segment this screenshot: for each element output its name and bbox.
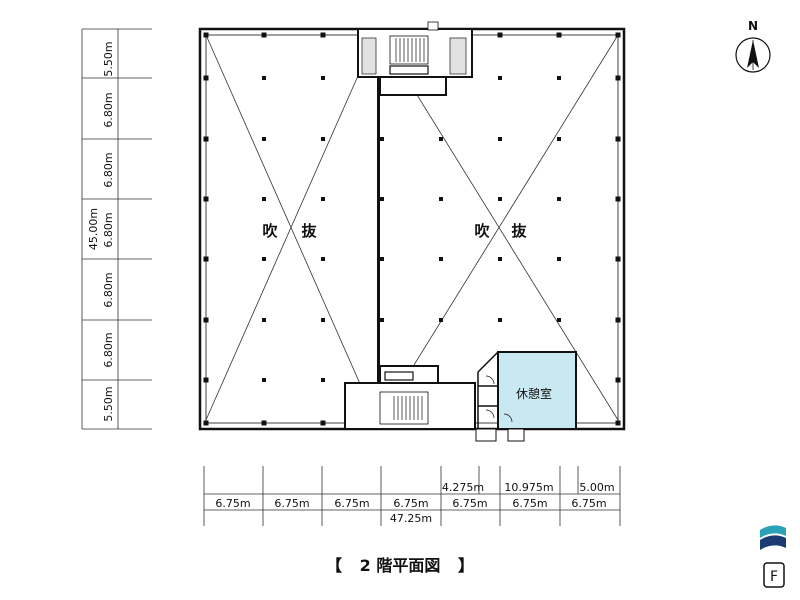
right-void-label-b: 抜	[511, 222, 527, 240]
horizontal-span-5: 6.75m	[452, 497, 487, 510]
bottom-stair-core	[344, 365, 476, 430]
horizontal-span-1: 6.75m	[215, 497, 250, 510]
structural-column	[615, 377, 621, 383]
brand-logo-icon	[760, 525, 786, 550]
right-void-label-a: 吹	[474, 222, 490, 240]
central-divider-wall	[377, 35, 380, 423]
vertical-span-3: 6.80m	[102, 152, 115, 187]
horizontal-span-7: 6.75m	[571, 497, 606, 510]
structural-column	[320, 420, 326, 426]
structural-column	[321, 197, 325, 201]
structural-column	[557, 137, 561, 141]
structural-column	[556, 32, 562, 38]
horizontal-span-6: 6.75m	[512, 497, 547, 510]
structural-column	[380, 197, 384, 201]
vertical-span-1: 5.50m	[102, 41, 115, 76]
structural-column	[321, 378, 325, 382]
structural-column	[203, 196, 209, 202]
structural-column	[203, 75, 209, 81]
structural-column	[615, 256, 621, 262]
caption-title: 2 階平面図	[359, 556, 441, 575]
vertical-total: 45.00m	[87, 208, 100, 250]
rest-room: 休憩室	[475, 351, 577, 442]
vertical-dimension-group: 5.50m 6.80m 6.80m 6.80m 6.80m 6.80m 5.50…	[81, 28, 152, 430]
structural-column	[557, 197, 561, 201]
left-void-label-a: 吹	[262, 222, 278, 240]
structural-column	[557, 76, 561, 80]
structural-column	[498, 137, 502, 141]
structural-column	[615, 136, 621, 142]
structural-column	[262, 137, 266, 141]
horizontal-sub-span-2: 10.975m	[504, 481, 553, 494]
structural-column	[203, 256, 209, 262]
structural-column	[203, 136, 209, 142]
structural-column	[262, 257, 266, 261]
north-arrow: N	[735, 19, 771, 73]
horizontal-sub-span-3: 5.00m	[579, 481, 614, 494]
horizontal-total: 47.25m	[390, 512, 432, 525]
horizontal-span-3: 6.75m	[334, 497, 369, 510]
north-label: N	[748, 19, 758, 33]
caption-open-bracket: 【	[326, 556, 343, 575]
structural-column	[262, 378, 266, 382]
structural-column	[498, 257, 502, 261]
vertical-span-2: 6.80m	[102, 92, 115, 127]
structural-column	[439, 137, 443, 141]
structural-column	[261, 420, 267, 426]
structural-column	[321, 137, 325, 141]
structural-column	[380, 318, 384, 322]
structural-column	[615, 32, 621, 38]
structural-column	[615, 317, 621, 323]
column-grid	[203, 32, 621, 426]
horizontal-span-4: 6.75m	[393, 497, 428, 510]
structural-column	[497, 32, 503, 38]
structural-column	[380, 257, 384, 261]
left-void-diagonals	[205, 34, 377, 421]
structural-column	[557, 257, 561, 261]
vertical-span-7: 5.50m	[102, 386, 115, 421]
vertical-span-5: 6.80m	[102, 272, 115, 307]
structural-column	[203, 317, 209, 323]
structural-column	[262, 76, 266, 80]
structural-column	[498, 197, 502, 201]
structural-column	[380, 137, 384, 141]
structural-column	[262, 318, 266, 322]
floor-marker-letter: F	[770, 569, 778, 585]
top-stair-core	[357, 21, 473, 96]
structural-column	[203, 32, 209, 38]
horizontal-dimension-group: 4.275m 10.975m 5.00m 6.75m 6.75m 6.75m 6…	[203, 466, 621, 526]
drawing-caption: 【 2 階平面図 】	[0, 552, 800, 576]
structural-column	[439, 257, 443, 261]
horizontal-span-2: 6.75m	[274, 497, 309, 510]
structural-column	[320, 32, 326, 38]
structural-column	[557, 318, 561, 322]
horizontal-sub-span-1: 4.275m	[442, 481, 484, 494]
structural-column	[615, 420, 621, 426]
vertical-span-4: 6.80m	[102, 212, 115, 247]
structural-column	[498, 318, 502, 322]
structural-column	[321, 257, 325, 261]
left-void-label-b: 抜	[301, 222, 317, 240]
structural-column	[262, 197, 266, 201]
structural-column	[615, 196, 621, 202]
structural-column	[439, 318, 443, 322]
caption-close-bracket: 】	[457, 556, 474, 575]
structural-column	[321, 76, 325, 80]
vertical-span-6: 6.80m	[102, 332, 115, 367]
rest-room-label: 休憩室	[516, 386, 552, 401]
structural-column	[498, 76, 502, 80]
structural-column	[321, 318, 325, 322]
structural-column	[203, 420, 209, 426]
floor-marker-icon: F	[763, 562, 785, 588]
structural-column	[203, 377, 209, 383]
structural-column	[615, 75, 621, 81]
structural-column	[261, 32, 267, 38]
structural-column	[439, 197, 443, 201]
right-void-diagonals	[379, 34, 619, 421]
